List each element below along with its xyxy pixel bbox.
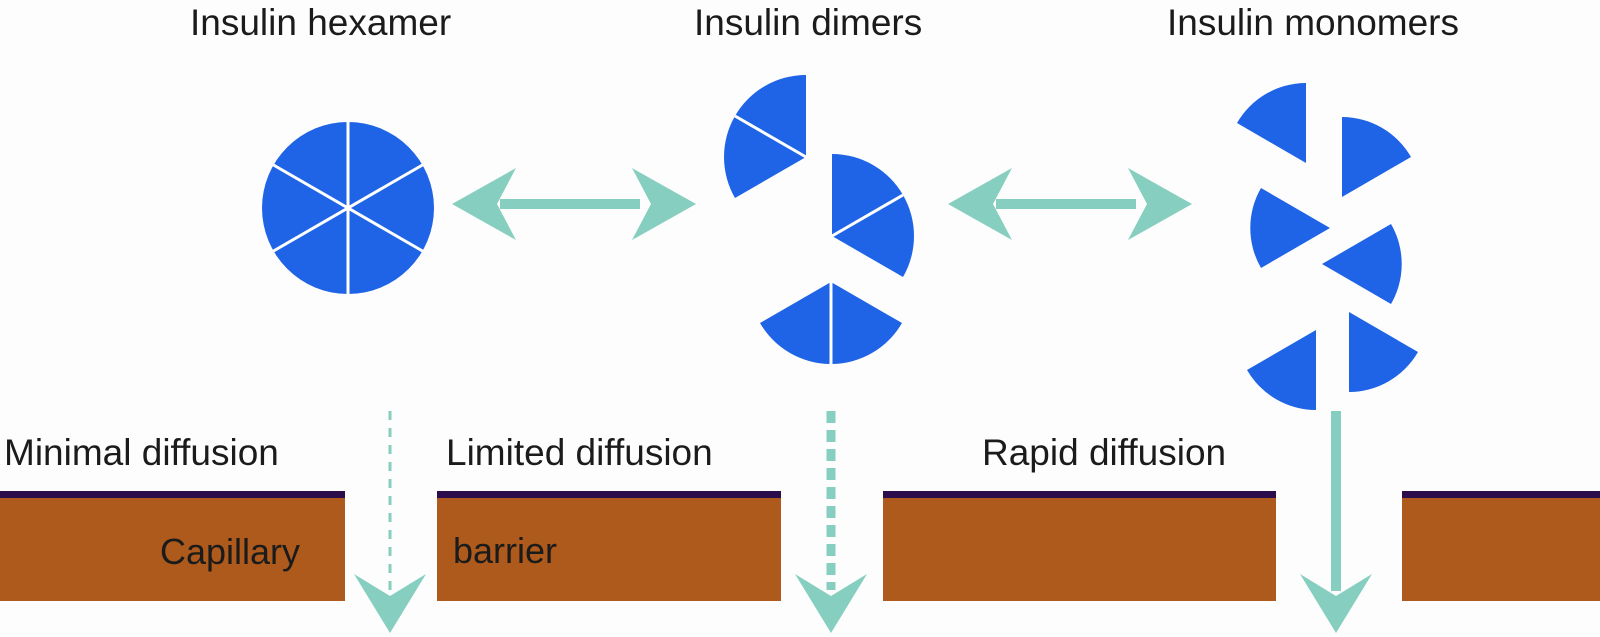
insulin-hexamer	[262, 122, 434, 294]
insulin-dimer-2	[831, 154, 914, 277]
capillary-block-3	[883, 491, 1276, 601]
equilibrium-arrow-1	[452, 168, 696, 240]
label-capillary: Capillary	[160, 531, 301, 572]
capillary-block-4	[1402, 491, 1600, 601]
diffusion-arrow-rapid	[1300, 411, 1372, 633]
insulin-monomer-2	[1342, 117, 1411, 197]
capillary-block-2	[437, 491, 781, 601]
title-insulin-dimers: Insulin dimers	[694, 2, 923, 43]
membrane-line-4	[1402, 491, 1600, 498]
insulin-monomer-4	[1322, 224, 1402, 304]
label-rapid-diffusion: Rapid diffusion	[982, 432, 1227, 473]
title-insulin-monomers: Insulin monomers	[1167, 2, 1460, 43]
membrane-line-1	[0, 491, 345, 498]
insulin-dimer-1	[724, 75, 807, 198]
capillary-block-1	[0, 491, 345, 601]
label-limited-diffusion: Limited diffusion	[446, 432, 713, 473]
title-insulin-hexamer: Insulin hexamer	[190, 2, 452, 43]
diffusion-arrow-limited	[795, 411, 867, 633]
insulin-dimer-3	[760, 282, 902, 364]
membrane-line-2	[437, 491, 781, 498]
insulin-monomer-5	[1247, 330, 1316, 410]
insulin-monomer-6	[1349, 312, 1418, 392]
insulin-monomer-3	[1250, 188, 1330, 268]
equilibrium-arrow-2	[948, 168, 1192, 240]
diffusion-arrow-minimal	[354, 411, 426, 633]
insulin-monomers	[1237, 83, 1418, 410]
membrane-line-3	[883, 491, 1276, 498]
label-barrier: barrier	[453, 530, 558, 571]
label-minimal-diffusion: Minimal diffusion	[4, 432, 279, 473]
insulin-monomer-1	[1237, 83, 1306, 163]
capillary-barrier	[0, 491, 1600, 601]
